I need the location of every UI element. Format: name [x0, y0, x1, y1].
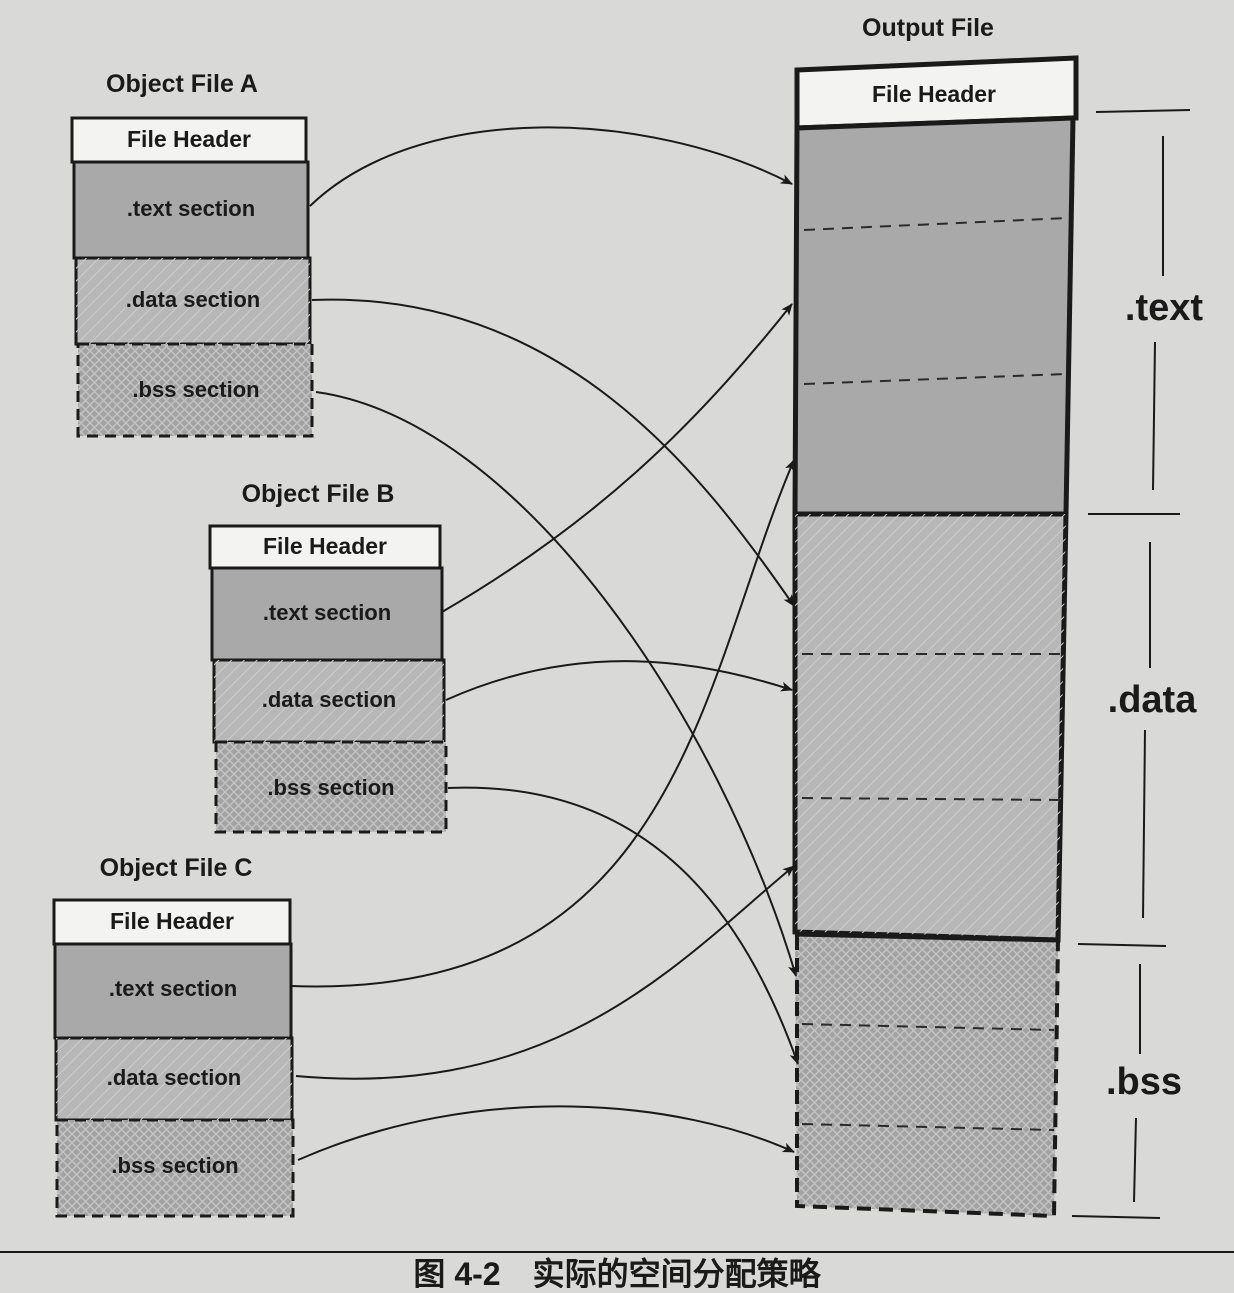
- arrow-b-text-to-output-text: [441, 303, 793, 613]
- object-file-a-header-box: [70, 116, 308, 164]
- output-text-segment: [792, 115, 1076, 517]
- object-file-a-text-section: [72, 160, 310, 260]
- section-mapping-arrows: [291, 126, 800, 1161]
- object-file-c-bss-outline: [55, 1118, 295, 1218]
- object-file-c-data-label: .data section: [107, 1065, 241, 1090]
- object-file-c-text-section: [53, 942, 293, 1040]
- arrow-a-text-to-output-text: [309, 126, 793, 207]
- span-line-bss-lower: [1133, 1117, 1137, 1203]
- arrow-c-data-to-output-data: [295, 865, 795, 1080]
- span-tick-bss-bottom: [1071, 1215, 1161, 1219]
- object-file-b-bss-label: .bss section: [267, 775, 394, 800]
- object-file-b: Object File B File Header .text section …: [208, 480, 448, 834]
- arrow-c-bss-to-output-bss: [297, 1105, 795, 1161]
- span-line-text-lower: [1152, 341, 1156, 491]
- object-file-b-data-label: .data section: [262, 687, 396, 712]
- object-file-c-title: Object File C: [100, 854, 253, 882]
- object-file-b-bss-outline: [214, 740, 448, 834]
- output-data-segment-label: .data: [1108, 679, 1198, 721]
- object-file-c: Object File C File Header .text section …: [52, 854, 295, 1218]
- object-file-a-bss-label: .bss section: [132, 377, 259, 402]
- output-bss-hatch: [795, 934, 1058, 1216]
- object-file-b-title: Object File B: [242, 480, 395, 508]
- object-file-b-header-label: File Header: [263, 533, 387, 559]
- output-text-divider-1: [803, 217, 1069, 231]
- object-file-c-data-hatch: [56, 1038, 292, 1120]
- object-file-a-text-label: .text section: [127, 196, 255, 221]
- output-bss-divider-2: [801, 1123, 1055, 1131]
- object-file-c-header-label: File Header: [110, 908, 234, 934]
- arrow-b-bss-to-output-bss: [447, 786, 800, 1065]
- output-bss-dashed-outline: [795, 936, 1060, 1219]
- object-file-a-data-hatch: [76, 258, 310, 344]
- object-file-a-bss-outline: [76, 342, 314, 438]
- arrow-a-data-to-output-data: [311, 298, 795, 607]
- span-tick-text-top: [1095, 109, 1191, 113]
- output-file-title: Output File: [862, 14, 994, 42]
- output-text-divider-2: [803, 373, 1067, 385]
- object-file-c-text-label: .text section: [109, 976, 237, 1001]
- span-line-data-lower: [1142, 729, 1146, 919]
- object-file-a-data-label: .data section: [126, 287, 260, 312]
- arrow-b-data-to-output-data: [445, 660, 793, 701]
- output-file-header-box: [794, 55, 1079, 131]
- output-bss-divider-1: [801, 1023, 1055, 1031]
- output-file-header-label: File Header: [872, 81, 996, 107]
- output-data-hatch: [795, 514, 1066, 940]
- object-file-a-title: Object File A: [106, 70, 258, 98]
- output-text-segment-label: .text: [1125, 287, 1203, 329]
- span-tick-bss-top: [1077, 943, 1167, 947]
- segment-span-markers: .text .data .bss: [1071, 109, 1203, 1219]
- object-file-a-header-label: File Header: [127, 126, 251, 152]
- object-file-b-text-section: [210, 566, 444, 662]
- arrow-c-text-to-output-text: [291, 459, 795, 988]
- output-file: Output File File Header: [792, 14, 1079, 1219]
- object-file-b-data-hatch: [214, 660, 444, 742]
- object-file-b-text-label: .text section: [263, 600, 391, 625]
- output-bss-segment-label: .bss: [1106, 1061, 1182, 1103]
- figure-caption: 图 4-2 实际的空间分配策略: [413, 1256, 821, 1288]
- output-bss-top-edge: [794, 931, 1059, 943]
- arrow-a-bss-to-output-bss: [315, 391, 798, 977]
- object-file-a: Object File A File Header .text section …: [70, 70, 314, 438]
- object-file-c-bss-label: .bss section: [111, 1153, 238, 1178]
- output-data-divider-2: [801, 797, 1061, 801]
